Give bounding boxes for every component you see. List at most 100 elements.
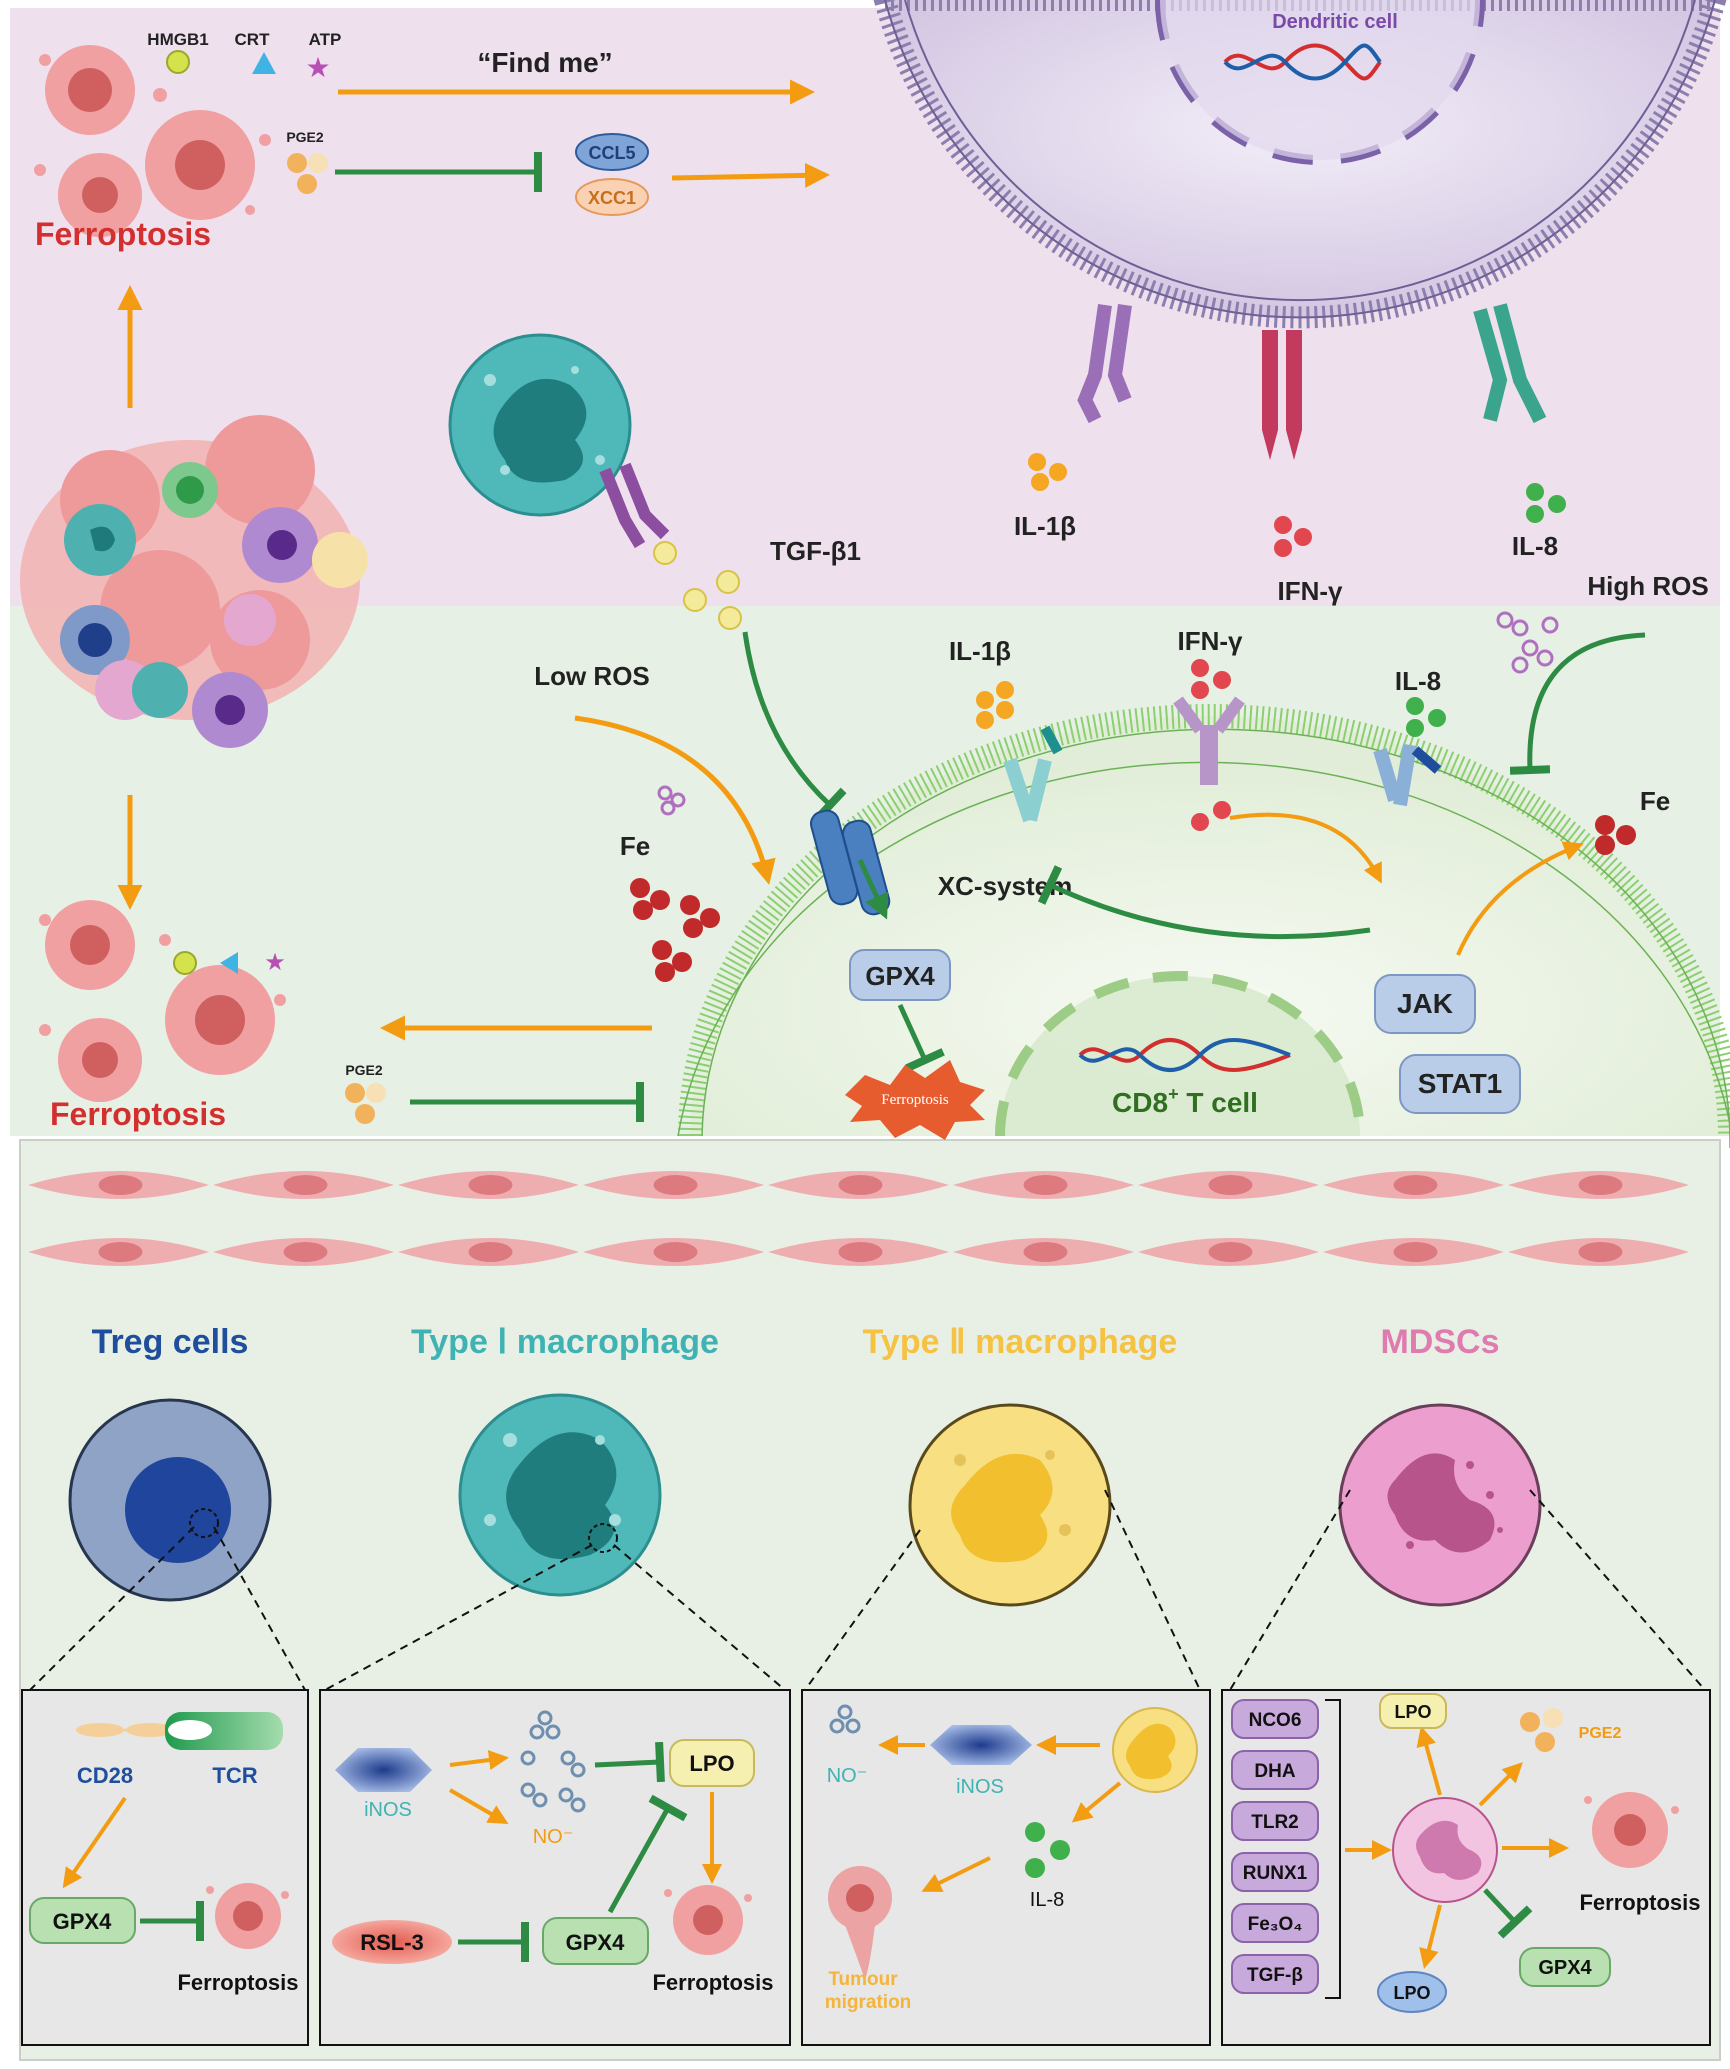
mdsc-pge2-label: PGE2 xyxy=(1579,1725,1622,1742)
mdsc-factor-label: RUNX1 xyxy=(1243,1863,1308,1884)
mdsc-factor-label: TGF-β xyxy=(1247,1965,1303,1986)
ferroptosis-bottom-label: Ferroptosis xyxy=(50,1096,226,1132)
tumor-microenvironment-cluster xyxy=(20,415,368,748)
pge2-top-molecules xyxy=(287,153,328,194)
mdsc-factor-chip xyxy=(1231,1954,1319,1994)
ferroptosis-top-label: Ferroptosis xyxy=(35,216,211,252)
atp-star-icon: ★ xyxy=(305,52,330,83)
tgf-b1-molecules xyxy=(653,541,742,630)
dc-ifng-receptor xyxy=(1262,330,1302,460)
endothelial-layer xyxy=(28,1171,1689,1266)
mdsc-factor-chip xyxy=(1231,1699,1319,1739)
il1b-t-label: IL-1β xyxy=(949,636,1011,666)
endothelial-nucleus xyxy=(98,1242,143,1262)
type2-no-molecules xyxy=(829,1704,861,1734)
endothelial-nucleus xyxy=(98,1175,143,1195)
dendritic-cell-label: Dendritic cell xyxy=(1272,11,1398,33)
type2-il8-molecules xyxy=(1025,1822,1070,1878)
fe-left-label: Fe xyxy=(620,831,650,861)
mdsc-lpo-top-box xyxy=(1379,1693,1447,1729)
endothelial-nucleus xyxy=(1023,1175,1068,1195)
mdsc-to-pge2-arrow xyxy=(1478,1762,1523,1807)
treg-heading: Treg cells xyxy=(92,1323,249,1361)
mdsc-factor-label: TLR2 xyxy=(1251,1812,1299,1833)
tgf-receptor xyxy=(599,462,670,549)
mdsc-pge2-molecules xyxy=(1520,1708,1563,1752)
ifng-dc-label: IFN-γ xyxy=(1278,576,1344,606)
zoom-lines xyxy=(29,1489,1706,1691)
il8-to-migration-arrow xyxy=(921,1856,991,1892)
pge2-top-label: PGE2 xyxy=(286,129,324,145)
type2-inos-shape xyxy=(930,1725,1032,1765)
jak-inhibit-xc xyxy=(1037,865,1371,940)
ccl5-label: CCL5 xyxy=(588,143,635,163)
low-ros-molecules xyxy=(657,785,686,816)
jak-label: JAK xyxy=(1397,988,1453,1019)
cd28-molecule xyxy=(76,1723,174,1737)
crt-label: CRT xyxy=(235,30,271,49)
il8-dc-label: IL-8 xyxy=(1512,531,1558,561)
mdsc-mini-cell xyxy=(1392,1797,1498,1903)
tcr-label: TCR xyxy=(212,1763,257,1788)
ccl5-chip xyxy=(575,133,649,171)
mdsc-lpo-bottom-label: LPO xyxy=(1393,1983,1430,2003)
treg-ferroptotic-cell xyxy=(206,1883,289,1949)
hmgb1-bottom-icon xyxy=(173,951,197,975)
type1-no-molecules xyxy=(520,1710,586,1813)
pge2-bottom-molecules xyxy=(345,1083,386,1124)
mdsc-to-lpo-top-arrow xyxy=(1416,1726,1442,1796)
mdsc-factor-chip xyxy=(1231,1903,1319,1943)
il1b-t-molecules xyxy=(976,681,1014,729)
t-il8-receptor xyxy=(1373,743,1442,807)
xcc1-chip xyxy=(575,178,649,216)
mdsc-to-lpo-bottom-arrow xyxy=(1419,1904,1442,1969)
gpx4-label: GPX4 xyxy=(865,961,935,991)
high-ros-molecules xyxy=(1496,611,1559,674)
hmgb1-label: HMGB1 xyxy=(147,30,208,49)
type2-il8-label: IL-8 xyxy=(1030,1889,1064,1911)
type1-inos-shape xyxy=(335,1748,432,1792)
high-ros-label: High ROS xyxy=(1587,571,1708,601)
mdsc-gpx4-label: GPX4 xyxy=(1538,1957,1592,1979)
type1-lpo-label: LPO xyxy=(689,1751,734,1776)
mdsc-factor-chip xyxy=(1231,1852,1319,1892)
cd8-t-cell-label: CD8+ T cell xyxy=(1112,1084,1258,1118)
il8-t-molecules xyxy=(1406,697,1446,737)
endothelial-nucleus xyxy=(838,1242,883,1262)
endothelial-nucleus xyxy=(468,1175,513,1195)
fe-right-molecules xyxy=(1595,815,1636,855)
il1b-dc-label: IL-1β xyxy=(1014,511,1076,541)
type1-macrophage xyxy=(458,1393,662,1597)
t-il1b-receptor xyxy=(1003,725,1063,823)
endothelial-nucleus xyxy=(468,1242,513,1262)
ferroptosis-burst-icon xyxy=(845,1060,985,1140)
cd28-label: CD28 xyxy=(77,1763,133,1788)
endothelial-nucleus xyxy=(1023,1242,1068,1262)
type2-macrophage xyxy=(908,1403,1112,1607)
endothelial-nucleus xyxy=(1208,1175,1253,1195)
mdsc-inhibit-gpx4 xyxy=(1483,1888,1533,1939)
mdsc-factor-chip xyxy=(1231,1801,1319,1841)
treg-ferroptosis-label: Ferroptosis xyxy=(177,1970,298,1995)
mdsc-lpo-bottom-chip xyxy=(1377,1971,1447,2013)
hmgb1-icon xyxy=(166,50,190,74)
type1-inos-label: iNOS xyxy=(364,1799,412,1821)
endothelial-nucleus xyxy=(653,1175,698,1195)
atp-label: ATP xyxy=(309,30,342,49)
factors-bracket xyxy=(1325,1699,1341,1999)
endothelial-nucleus xyxy=(283,1175,328,1195)
macrophage-top xyxy=(448,333,632,517)
low-ros-label: Low ROS xyxy=(534,661,650,691)
endothelial-nucleus xyxy=(653,1242,698,1262)
gpx4-box xyxy=(849,949,951,1001)
endothelial-nucleus xyxy=(1578,1242,1623,1262)
il8-dc-molecules xyxy=(1526,483,1566,523)
tumour-migration-cell xyxy=(828,1866,892,1980)
endothelial-nucleus xyxy=(1578,1175,1623,1195)
cd28-to-gpx4-arrow xyxy=(62,1796,127,1889)
inos-to-no-arrow-2 xyxy=(448,1788,509,1825)
type1-no-label: NO⁻ xyxy=(533,1826,574,1848)
mdsc-factor-label: DHA xyxy=(1254,1761,1295,1782)
ccl5-arrow xyxy=(671,162,830,188)
